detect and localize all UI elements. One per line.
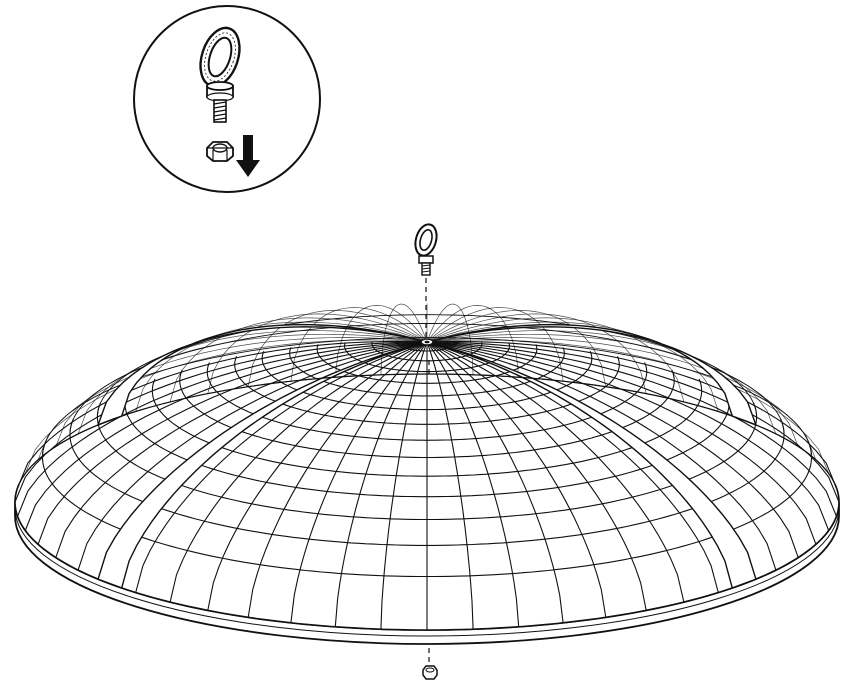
dome-spoke (426, 317, 685, 402)
dome-spoke (37, 337, 428, 460)
dome-spoke (55, 341, 428, 558)
dome-spoke (426, 341, 474, 630)
dome-spoke (247, 310, 428, 387)
dome-spoke (334, 305, 428, 378)
dome-spoke (426, 341, 607, 618)
dome-rib (97, 341, 428, 589)
dome-spoke (426, 341, 564, 623)
dome-spoke (426, 341, 719, 593)
dome-spoke (426, 341, 830, 531)
dome-rim-line (14, 507, 840, 637)
dome-spoke (380, 341, 428, 630)
dome-spoke (426, 337, 817, 460)
eye-bolt-icon (414, 223, 438, 276)
dome-spoke (426, 330, 777, 435)
dome-spoke (426, 341, 520, 627)
dome-spoke (380, 303, 428, 375)
dome-spoke (290, 341, 428, 623)
dome-spoke (135, 321, 428, 412)
dome-spoke (426, 341, 647, 611)
dome-spoke (135, 341, 428, 593)
dome-spoke (77, 330, 428, 435)
hex-nut-icon (422, 665, 438, 680)
down-arrow-icon (236, 135, 260, 177)
dome-spoke (77, 341, 428, 571)
dome-spoke (426, 341, 837, 517)
dome-spoke (426, 340, 837, 488)
dome-hub-hole (424, 340, 430, 344)
dome-spoke (169, 317, 428, 402)
detail-inset (133, 5, 321, 193)
dome-spoke (426, 341, 685, 603)
dome-spoke (24, 341, 428, 531)
dome-rim-back (14, 373, 840, 503)
dome-spoke (55, 333, 428, 447)
dome-spoke (426, 339, 830, 474)
hex-nut-icon (206, 141, 234, 162)
dome-spoke (426, 333, 799, 447)
dome-spoke (426, 341, 777, 571)
dome-spoke (426, 341, 799, 558)
dome-rib (426, 341, 757, 589)
dome-spoke (334, 341, 428, 627)
dome-spoke (426, 341, 840, 503)
dome-spoke (247, 341, 428, 618)
dome-spoke (17, 341, 428, 517)
dome-spoke (207, 313, 428, 394)
dome-spoke (14, 341, 428, 503)
dome-spoke (24, 339, 428, 474)
dome-spoke (207, 341, 428, 611)
dome-shade (14, 303, 840, 645)
dome-spoke (426, 303, 474, 375)
dome-spoke (169, 341, 428, 603)
assembly-axis (425, 278, 430, 662)
bolt-shank (206, 81, 234, 123)
dome-spoke (426, 310, 607, 387)
dome-spoke (426, 321, 719, 412)
